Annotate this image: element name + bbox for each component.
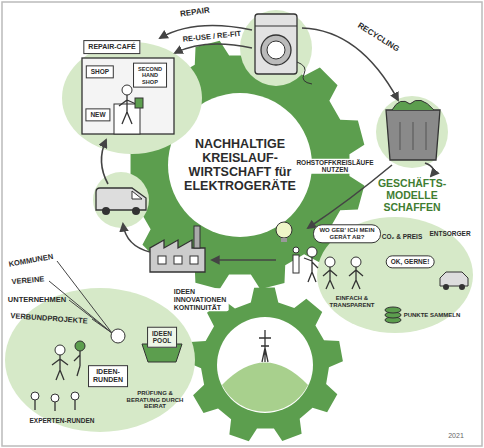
label: GESCHÄFTS- MODELLE SCHAFFEN: [378, 178, 446, 213]
hill: [222, 363, 308, 412]
bin-contents: [392, 100, 434, 110]
node-text: OK, GERNE!: [391, 258, 430, 265]
person-head: [325, 257, 335, 267]
info-bar: [293, 255, 299, 273]
flipchart-sign: IDEEN- RUNDEN: [88, 365, 128, 387]
factory-window: [174, 256, 182, 264]
label: EXPERTEN-RUNDEN: [29, 417, 94, 424]
wheel: [443, 284, 449, 290]
node-text: SHOP: [91, 68, 109, 75]
blob: [93, 172, 149, 228]
person-body: [35, 400, 75, 411]
wheel: [459, 284, 465, 290]
person-head: [55, 345, 65, 355]
blob: [376, 96, 448, 168]
label: 2021: [448, 432, 464, 440]
label: EINFACH & TRANSPARENT: [321, 295, 383, 308]
wheel: [132, 207, 140, 215]
washing-machine: [255, 14, 297, 74]
shop-sign: SECOND HAND SHOP: [133, 63, 167, 88]
thought-bubble: [111, 329, 125, 343]
label: ENTSORGER: [429, 230, 470, 237]
lightbulb: [276, 222, 292, 238]
person-body: [304, 257, 318, 282]
factory-window: [158, 256, 166, 264]
person-head: [51, 394, 59, 402]
label: IDEEN INNOVATIONEN KONTINUITÄT: [172, 288, 229, 311]
cycle-arrow: [425, 163, 433, 176]
person-head: [75, 341, 85, 351]
device: [135, 98, 143, 108]
pot-label: IDEEN POOL: [147, 327, 177, 348]
speech-bubble: WO GEB' ICH MEIN GERÄT AB?: [313, 224, 381, 243]
label: PRÜFUNG & BERATUNG DURCH BEIRAT: [125, 390, 185, 410]
van: [96, 188, 146, 210]
recycling-bin: [386, 110, 440, 160]
gear-hub: [217, 317, 313, 413]
chimney: [194, 226, 200, 248]
label: PUNKTE SAMMELN: [404, 312, 461, 319]
person-body: [349, 267, 363, 289]
cycle-arrow: [175, 44, 252, 53]
bin-ribs: [400, 122, 426, 150]
person-body: [74, 351, 80, 376]
factory-window: [190, 256, 198, 264]
node-text: REPAIR-CAFÉ: [88, 43, 135, 51]
cycle-arrow: [101, 140, 108, 184]
cycle-arrow: [308, 165, 392, 228]
car: [440, 272, 468, 286]
coin: [385, 307, 401, 313]
washing-machine-panel: [255, 26, 297, 27]
shop-building: [82, 58, 174, 134]
blob: [62, 42, 202, 154]
washing-machine-door: [261, 35, 291, 65]
tower: [259, 330, 271, 362]
person-head: [31, 392, 39, 400]
node-text: IDEEN POOL: [152, 330, 172, 345]
person-head: [351, 257, 361, 267]
person-head: [71, 392, 79, 400]
info-dot: [293, 247, 299, 253]
cable: [297, 62, 312, 84]
label: CO₂ & PREIS: [382, 233, 422, 240]
van-window: [132, 191, 142, 199]
blob: [5, 288, 195, 432]
shop-sign: SHOP: [86, 65, 114, 78]
person-body: [119, 95, 136, 124]
price-tag: NEW: [85, 108, 110, 121]
node-text: NEW: [90, 111, 105, 118]
person-body: [52, 355, 68, 380]
node-text: WO GEB' ICH MEIN GERÄT AB?: [318, 227, 376, 240]
blob: [317, 217, 473, 333]
title: NACHHALTIGE KREISLAUF- WIRTSCHAFT für EL…: [184, 137, 296, 193]
node-text: SECOND HAND SHOP: [138, 66, 162, 85]
speech-bubble: OK, GERNE!: [386, 255, 435, 268]
wheel: [102, 207, 110, 215]
sign-box: REPAIR-CAFÉ: [83, 40, 140, 54]
label: ROHSTOFFKREISLÄUFE NUTZEN: [294, 159, 375, 174]
cycle-arrow: [123, 224, 150, 252]
washing-machine-glass: [267, 41, 285, 59]
lightbulb-base: [281, 238, 287, 242]
leader-line: [92, 319, 112, 333]
node-text: IDEEN- RUNDEN: [93, 368, 123, 384]
person-head: [122, 85, 132, 95]
person-head: [307, 247, 317, 257]
cycle-arrow: [212, 259, 276, 261]
label: UNTERNEHMEN: [8, 296, 66, 304]
person-body: [323, 267, 337, 289]
